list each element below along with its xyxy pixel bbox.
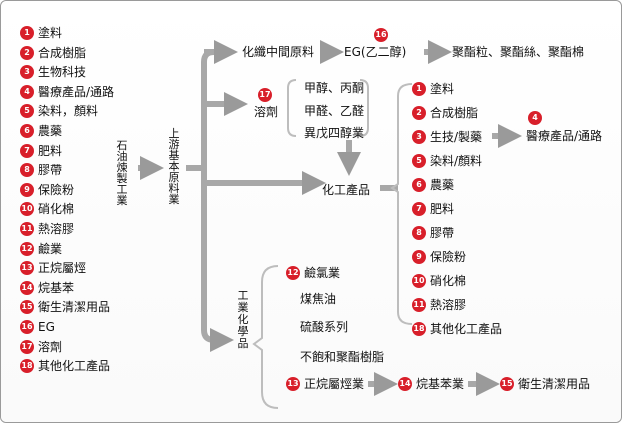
- chem-item-3-label: 生技/製藥: [430, 130, 483, 144]
- legend-item-7-badge: 7: [20, 143, 34, 158]
- brace-industrial: [252, 265, 279, 409]
- chem-item-10-badge: 11: [412, 298, 426, 312]
- chem-item-2-label: 合成樹脂: [430, 106, 479, 120]
- legend-item-4-badge: 4: [20, 84, 34, 99]
- chem-item-5-badge: 6: [412, 178, 426, 192]
- chem-item-4-label: 染料/顏料: [430, 154, 483, 168]
- legend-item-14-label: 烷基苯: [38, 280, 75, 295]
- legend-item-15-badge: 15: [20, 300, 34, 315]
- brace-chem-list: [390, 83, 413, 325]
- polyester-label: 聚酯粒、聚酯絲、聚酯棉: [452, 45, 585, 59]
- legend-item-7-label: 肥料: [38, 143, 63, 158]
- solvent-item-2: 甲醛、乙醛: [304, 104, 365, 118]
- chain-item-3-badge: 15: [500, 377, 514, 391]
- chain-item-1-badge: 13: [286, 377, 300, 391]
- eg-badge: 16: [374, 28, 388, 42]
- legend-item-16-badge: 16: [20, 320, 34, 334]
- chem-label: 化工產品: [322, 183, 371, 197]
- legend-item-10-label: 硝化棉: [38, 202, 75, 217]
- chem-item-7-badge: 8: [412, 226, 426, 240]
- industrial-label: 工業化學品: [237, 289, 249, 350]
- chem-item-11-badge: 18: [412, 322, 426, 336]
- legend-item-5-badge: 5: [20, 104, 34, 119]
- legend-item-14-badge: 14: [20, 280, 34, 295]
- chem-item-9-label: 硝化棉: [430, 274, 467, 288]
- legend-item-3-badge: 3: [20, 65, 34, 80]
- legend-item-2-badge: 2: [20, 45, 34, 60]
- legend-item-17-label: 溶劑: [38, 339, 63, 354]
- legend-item-4-label: 醫療產品/通路: [38, 84, 115, 99]
- medical-badge: 4: [528, 111, 542, 125]
- medical-label: 醫療產品/通路: [526, 129, 603, 143]
- chem-item-2-badge: 2: [412, 106, 426, 120]
- legend-item-18-label: 其他化工產品: [38, 359, 111, 374]
- chain-item-1-label: 正烷屬烴業: [304, 377, 365, 391]
- eg-label: EG(乙二醇): [344, 45, 407, 59]
- petro-label: 石油煉製工業: [116, 139, 128, 207]
- trunk-line: [201, 49, 215, 343]
- fiber-label: 化纖中間原料: [242, 45, 315, 59]
- legend-item-12-label: 鹼業: [38, 241, 63, 256]
- legend-item-6-label: 農藥: [38, 124, 63, 138]
- chem-item-9-badge: 10: [412, 274, 426, 288]
- chain-item-2-label: 烷基苯業: [416, 377, 465, 391]
- legend-item-15-label: 衛生清潔用品: [38, 300, 111, 315]
- legend-item-12-badge: 12: [20, 241, 34, 256]
- legend-item-5-label: 染料，顏料: [38, 104, 99, 119]
- chem-item-4-badge: 5: [412, 154, 426, 168]
- chem-item-11-label: 其他化工產品: [430, 322, 503, 336]
- upstream-label: 上游基本原料業: [168, 127, 180, 206]
- legend-item-1-badge: 1: [20, 26, 34, 40]
- legend-item-1-label: 塗料: [38, 26, 63, 40]
- solvent-label: 溶劑: [254, 105, 279, 119]
- legend-item-13-badge: 13: [20, 261, 34, 276]
- solvent-item-3: 異戊四醇業: [304, 126, 365, 140]
- bracket-solvent-right: [359, 79, 369, 137]
- legend-item-11-badge: 11: [20, 222, 34, 236]
- industrial-item-4-label: 不飽和聚酯樹脂: [300, 350, 385, 364]
- industrial-item-1-label: 鹼氯業: [304, 266, 341, 280]
- legend-item-9-badge: 9: [20, 182, 34, 197]
- legend-item-10-badge: 10: [20, 202, 34, 217]
- chem-item-8-label: 保險粉: [430, 250, 467, 264]
- solvent-item-1: 甲醇、丙酮: [304, 81, 365, 95]
- chem-item-3-badge: 3: [412, 130, 426, 144]
- legend-item-16-label: EG: [38, 320, 55, 334]
- bracket-solvent-left: [287, 79, 297, 137]
- legend-item-3-label: 生物科技: [38, 65, 87, 80]
- legend-item-13-label: 正烷屬烴: [38, 261, 87, 276]
- chem-item-6-label: 肥料: [430, 202, 455, 216]
- chem-item-5-label: 農藥: [430, 178, 455, 192]
- legend-item-9-label: 保險粉: [38, 182, 75, 197]
- legend-item-6-badge: 6: [20, 124, 34, 138]
- industrial-item-1-badge: 12: [286, 266, 300, 280]
- solvent-badge: 17: [258, 88, 272, 102]
- chem-item-8-badge: 9: [412, 250, 426, 264]
- chem-item-10-label: 熱溶膠: [430, 298, 467, 312]
- legend-item-18-badge: 18: [20, 359, 34, 374]
- industrial-item-3-label: 硫酸系列: [300, 320, 349, 334]
- chem-item-1-badge: 1: [412, 82, 426, 96]
- chain-item-2-badge: 14: [398, 377, 412, 391]
- legend-item-8-badge: 8: [20, 163, 34, 178]
- chem-item-7-label: 膠帶: [430, 226, 455, 240]
- legend-item-8-label: 膠帶: [38, 163, 63, 178]
- industrial-item-2-label: 煤焦油: [300, 292, 337, 306]
- chem-item-6-badge: 7: [412, 202, 426, 216]
- legend-item-2-label: 合成樹脂: [38, 45, 87, 60]
- legend-item-17-badge: 17: [20, 339, 34, 354]
- chain-item-3-label: 衛生清潔用品: [518, 377, 591, 391]
- chem-item-1-label: 塗料: [430, 82, 455, 96]
- legend-item-11-label: 熱溶膠: [38, 222, 75, 236]
